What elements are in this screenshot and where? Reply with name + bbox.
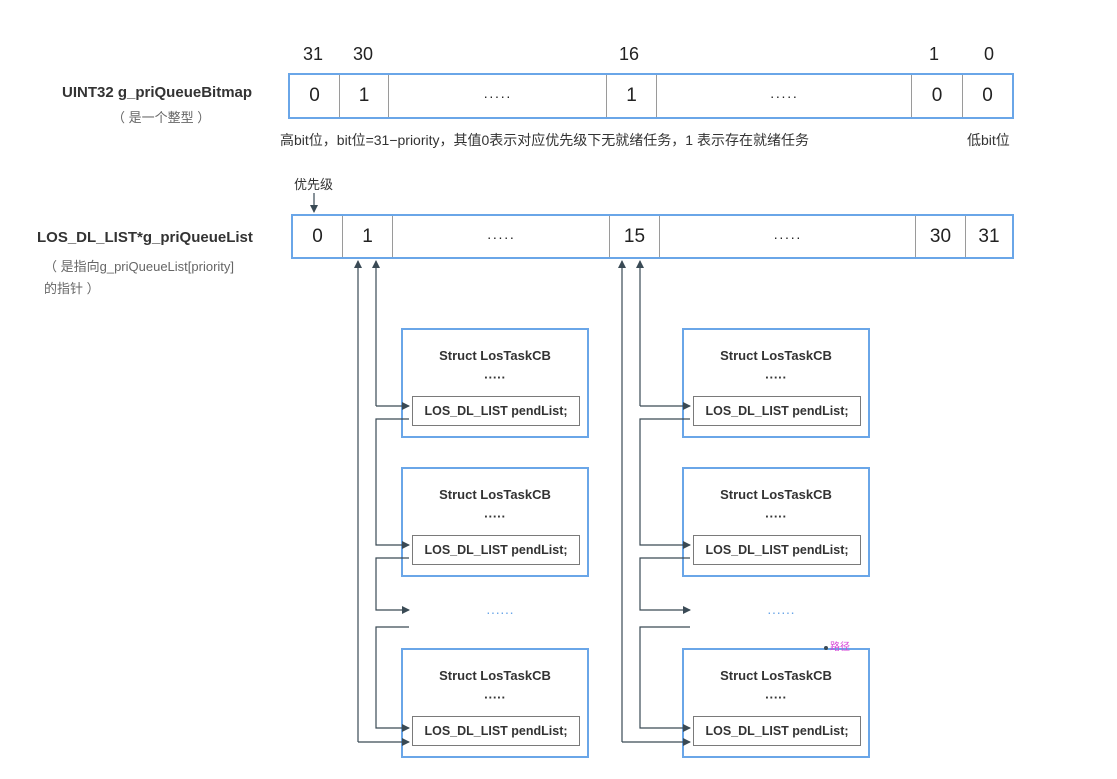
task-cb-dots: ····· (484, 509, 506, 524)
task-cb-left-1: Struct LosTaskCB ····· LOS_DL_LIST pendL… (401, 328, 589, 438)
queue-cell: 15 (610, 216, 660, 257)
pend-list-field: LOS_DL_LIST pendList; (693, 716, 861, 746)
queue-list-row: 0 1 ····· 15 ····· 30 31 (291, 214, 1014, 259)
bitmap-cell: 0 (912, 75, 963, 117)
queue-cell: 0 (293, 216, 343, 257)
task-cb-left-2: Struct LosTaskCB ····· LOS_DL_LIST pendL… (401, 467, 589, 577)
queue-list-sublabel-2: 的指针 ） (44, 281, 100, 296)
bitmap-cell: 1 (340, 75, 389, 117)
queue-cell: 1 (343, 216, 393, 257)
bitmap-cell: 0 (982, 85, 993, 106)
queue-cell-ellipsis: ····· (660, 216, 916, 257)
pend-list-field: LOS_DL_LIST pendList; (412, 535, 580, 565)
task-cb-dots: ····· (484, 370, 506, 385)
task-cb-right-3: Struct LosTaskCB ····· LOS_DL_LIST pendL… (682, 648, 870, 758)
pend-list-field: LOS_DL_LIST pendList; (412, 396, 580, 426)
task-cb-dots: ····· (765, 370, 787, 385)
bit-number-16: 16 (618, 44, 640, 64)
bitmap-cell-ellipsis: ····· (657, 75, 912, 117)
task-cb-title: Struct LosTaskCB (720, 487, 832, 502)
task-cb-title: Struct LosTaskCB (720, 348, 832, 363)
pend-list-field: LOS_DL_LIST pendList; (693, 396, 861, 426)
bitmap-cell-ellipsis: ····· (389, 75, 607, 117)
queue-list-sublabel-1: （ 是指向g_priQueueList[priority] (44, 259, 235, 274)
task-cb-title: Struct LosTaskCB (439, 348, 551, 363)
bit-number-31: 31 (302, 44, 324, 64)
task-cb-left-3: Struct LosTaskCB ····· LOS_DL_LIST pendL… (401, 648, 589, 758)
task-cb-title: Struct LosTaskCB (720, 668, 832, 683)
priority-label: 优先级 (294, 177, 334, 192)
bitmap-cell: 1 (607, 75, 657, 117)
task-cb-title: Struct LosTaskCB (439, 487, 551, 502)
pend-list-field: LOS_DL_LIST pendList; (693, 535, 861, 565)
task-cb-right-1: Struct LosTaskCB ····· LOS_DL_LIST pendL… (682, 328, 870, 438)
bitmap-cell: 0 (290, 75, 340, 117)
queue-cell-ellipsis: ····· (393, 216, 610, 257)
path-tag: 路径 (830, 642, 850, 653)
queue-cell: 30 (916, 216, 966, 257)
queue-cell: 31 (978, 225, 1000, 247)
task-cb-dots: ····· (484, 690, 506, 705)
bitmap-row: 0 1 ····· 1 ····· 0 0 (288, 73, 1014, 119)
bit-number-1: 1 (928, 44, 939, 64)
low-bit-label: 低bit位 (967, 132, 1010, 148)
bitmap-sublabel: （ 是一个整型 ） (112, 110, 211, 125)
task-cb-title: Struct LosTaskCB (439, 668, 551, 683)
bitmap-label: UINT32 g_priQueueBitmap (62, 84, 253, 101)
task-cb-dots: ····· (765, 509, 787, 524)
task-cb-right-2: Struct LosTaskCB ····· LOS_DL_LIST pendL… (682, 467, 870, 577)
task-cb-dots: ····· (765, 690, 787, 705)
bit-number-0: 0 (983, 44, 994, 64)
bitmap-note: 高bit位，bit位=31−priority，其值0表示对应优先级下无就绪任务，… (280, 132, 809, 148)
ellipsis-right: ······ (767, 604, 795, 620)
queue-list-label: LOS_DL_LIST*g_priQueueList (37, 229, 253, 246)
pend-list-field: LOS_DL_LIST pendList; (412, 716, 580, 746)
bit-number-30: 30 (352, 44, 374, 64)
ellipsis-left: ······ (486, 604, 514, 620)
